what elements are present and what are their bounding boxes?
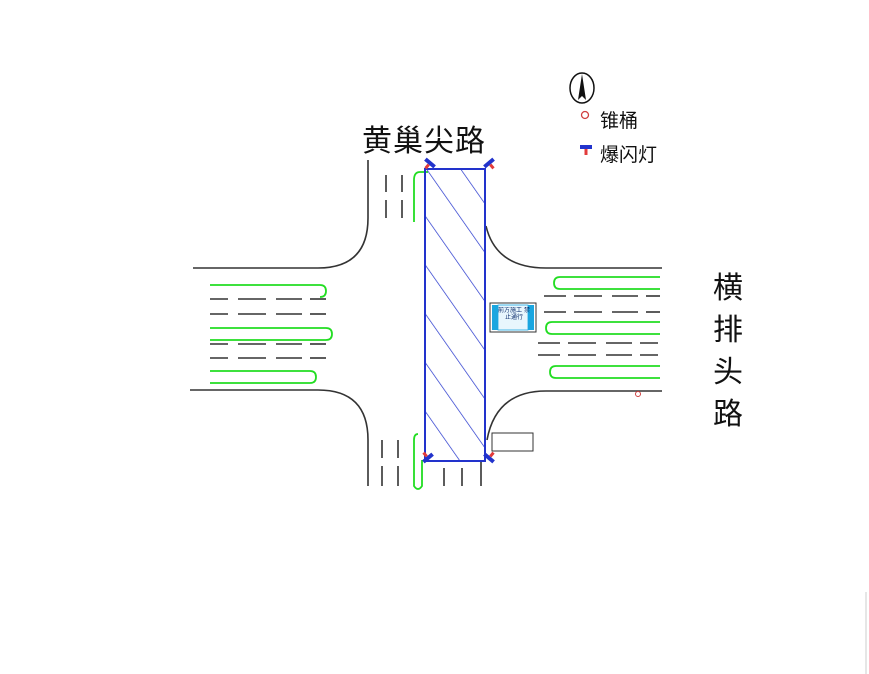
equipment-box — [491, 432, 534, 452]
flash-light-icon — [580, 145, 592, 155]
guide-east-2 — [545, 321, 660, 335]
legend-cone-label: 锥桶 — [600, 110, 639, 132]
flash-lights — [422, 157, 495, 464]
flash-light-icon — [424, 157, 436, 170]
road-edge-sw — [190, 389, 369, 486]
road-name-north: 黄巢尖路 — [362, 124, 486, 159]
guide-south — [413, 433, 423, 490]
legend-flash-label: 爆闪灯 — [600, 144, 658, 166]
guide-lines — [210, 171, 660, 490]
guide-east-3 — [549, 365, 660, 379]
guide-west-3 — [210, 370, 317, 384]
cone-icon — [635, 391, 641, 397]
road-edge-nw — [193, 160, 369, 269]
legend — [569, 72, 595, 155]
guide-west-2 — [210, 327, 333, 341]
flash-light-icon — [422, 451, 434, 464]
road-edge-se — [486, 390, 662, 441]
guide-east-1 — [553, 276, 660, 290]
south-lane-markings — [381, 440, 482, 486]
flash-light-icon — [483, 451, 495, 464]
road-edges — [190, 160, 662, 486]
guide-west-1 — [210, 284, 327, 298]
west-lane-markings — [210, 298, 326, 359]
cone-icon — [580, 110, 590, 120]
road-name-east: 横排头路 — [713, 271, 743, 432]
work-zone — [424, 168, 486, 462]
road-edge-ne — [485, 225, 662, 269]
north-lane-markings — [385, 175, 403, 218]
flash-light-icon — [483, 157, 495, 170]
guide-north — [413, 171, 428, 222]
construction-sign-text: 前方施工 禁止通行 — [498, 307, 530, 321]
east-lane-markings — [538, 295, 660, 356]
north-arrow-icon — [569, 72, 595, 104]
construction-sign — [489, 302, 537, 333]
work-zone-hatch — [424, 168, 486, 462]
